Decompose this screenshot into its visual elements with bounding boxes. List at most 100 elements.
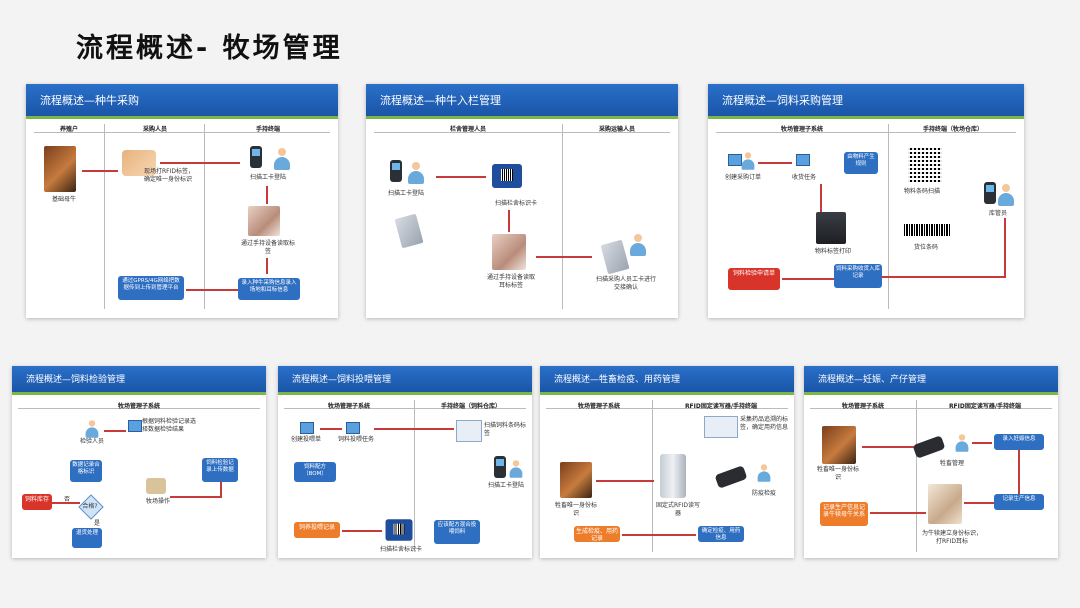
handheld-reader-icon — [912, 435, 946, 459]
card-title: 流程概述—牲畜检疫、用药管理 — [554, 375, 681, 385]
box-return: 退货处理 — [72, 528, 102, 548]
user-icon — [757, 464, 771, 482]
card-feed-feeding: 流程概述—饲料投喂管理 牧场管理子系统 手持终端（饲料仓库） 创建投喂单 饲料投… — [278, 366, 532, 558]
box-calf-record: 记录生产信息记录牛犊母牛关系 — [820, 502, 868, 526]
box-confirm: 确定检疫、用药信息 — [698, 526, 744, 542]
lane-label: 栏舍管理人员 — [449, 126, 486, 133]
cattle-image — [560, 462, 592, 498]
box-med-record: 生成检疫、用药记录 — [574, 526, 620, 542]
label-quarantine: 防疫检疫 — [751, 490, 776, 497]
farm-icon — [146, 478, 166, 494]
card-cattle-procurement: 流程概述—种牛采购 养殖户 采购人员 手持终端 基础母牛 现场打RFID标签，确… — [26, 84, 338, 318]
cow-image — [44, 146, 76, 192]
label-identity: 牲畜唯一身份标识 — [554, 502, 597, 517]
card-title: 流程概述—饲料检验管理 — [26, 375, 126, 385]
label-scan: 物料条码扫描 — [904, 188, 941, 195]
cattle-image — [822, 426, 856, 464]
drug-label-icon — [704, 416, 738, 438]
user-icon — [85, 420, 99, 438]
label-print: 物料标签打印 — [814, 248, 851, 255]
label-rfid: 现场打RFID标签，确定唯一身份标识 — [144, 168, 195, 183]
box-inspection-request: 饲料检验申请单 — [728, 268, 780, 290]
computer-icon — [128, 420, 142, 432]
label-inspector: 检验人员 — [79, 438, 104, 445]
calf-image — [248, 206, 280, 236]
barcode-icon — [904, 224, 950, 236]
user-icon — [408, 162, 424, 184]
pen-tag-icon — [492, 164, 522, 188]
scanner-icon — [250, 146, 262, 168]
card-title: 流程概述—妊娠、产仔管理 — [818, 375, 927, 385]
box-birth: 记录生产信息 — [994, 494, 1044, 510]
label-keeper: 库管员 — [988, 210, 1007, 217]
label-calf-tag: 为牛犊建立身份标识，打RFID耳标 — [921, 530, 982, 545]
calf-image — [492, 234, 526, 270]
lane-label: 采购人员 — [142, 126, 167, 133]
label-sheet-icon — [456, 420, 482, 442]
box-bom: 饲料配方（BOM） — [294, 462, 336, 482]
calf-image — [928, 484, 962, 524]
scanner-icon — [984, 182, 996, 204]
user-icon — [509, 460, 523, 478]
lane-label: RFID固定读写器/手持终端 — [948, 403, 1022, 410]
label-manage: 牲畜管理 — [939, 460, 964, 467]
label-scan-feed: 扫描饲料条码标签 — [484, 422, 527, 437]
lane-label: 牧场管理子系统 — [577, 403, 620, 410]
card-header: 流程概述—妊娠、产仔管理 — [804, 366, 1058, 395]
printer-icon — [816, 212, 846, 244]
lane-label: 牧场管理子系统 — [841, 403, 884, 410]
card-title: 流程概述—种牛采购 — [40, 94, 139, 107]
label-pen-tag: 扫描栏舍标识卡 — [494, 200, 537, 207]
box-qualified: 数据记录合格标识 — [70, 460, 102, 482]
lane-label: 手持终端（牧场仓库） — [922, 126, 983, 133]
card-header: 流程概述—牲畜检疫、用药管理 — [540, 366, 794, 395]
lane-label: 采购运输人员 — [598, 126, 635, 133]
lane-label: 养殖户 — [59, 126, 78, 133]
label-task: 饲料投喂任务 — [337, 436, 374, 443]
box-feeding-record: 饲养投喂记录 — [294, 522, 340, 538]
box-rule: 由物料产生规则 — [844, 152, 878, 174]
lane-label: RFID固定读写器/手持终端 — [684, 403, 758, 410]
rfid-card-icon — [600, 239, 630, 275]
computer-icon — [796, 154, 810, 166]
label-login: 扫描工卡登陆 — [487, 482, 524, 489]
label-slot: 货位条码 — [913, 244, 938, 251]
box-upload: 通过GPRS/4G网络把数据传到上传到管理平台 — [118, 276, 184, 300]
label-ear-tag: 通过手持设备读取耳标标签 — [486, 274, 535, 289]
label-read: 通过手持设备读取标签 — [240, 240, 295, 255]
page-title: 流程概述- 牧场管理 — [76, 33, 343, 64]
pen-tag-icon — [385, 519, 413, 541]
user-icon — [741, 152, 755, 170]
label-order: 创建采购订单 — [724, 174, 761, 181]
label-fixed-reader: 固定式RFID读写器 — [656, 502, 701, 517]
lane-label: 牧场管理子系统 — [117, 403, 160, 410]
lane-label: 牧场管理子系统 — [327, 403, 370, 410]
card-feed-procurement: 流程概述—饲料采购管理 牧场管理子系统 手持终端（牧场仓库） 创建采购订单 收货… — [708, 84, 1024, 318]
computer-icon — [300, 422, 314, 434]
label-select: 根据饲料检验记录选择数据检验结果 — [142, 418, 197, 433]
computer-icon — [728, 154, 742, 166]
label-create: 创建投喂单 — [290, 436, 321, 443]
user-icon — [630, 234, 646, 256]
user-icon — [274, 148, 290, 170]
box-upload-record: 饲料检验记录上传数据 — [202, 458, 238, 482]
box-warehouse-record: 饲料采购收货入库记录 — [834, 264, 882, 288]
lane-label: 牧场管理子系统 — [780, 126, 823, 133]
card-title: 流程概述—饲料采购管理 — [722, 94, 843, 107]
user-icon — [955, 434, 969, 452]
qr-code-icon — [908, 148, 942, 182]
box-mixed-feed: 应该配方混合投喂饲料 — [434, 520, 480, 544]
rfid-tag-icon — [122, 150, 156, 176]
label-identity: 牲畜唯一身份标识 — [816, 466, 859, 481]
scanner-icon — [494, 456, 506, 478]
lane-label: 手持终端 — [255, 126, 280, 133]
label-farm: 牧场操作 — [145, 498, 170, 505]
card-cattle-pen: 流程概述—种牛入栏管理 栏舍管理人员 采购运输人员 扫描工卡登陆 扫描栏舍标识卡… — [366, 84, 678, 318]
label-decision: 合格? — [82, 503, 98, 510]
card-header: 流程概述—饲料采购管理 — [708, 84, 1024, 119]
label-handover: 扫描采购人员工卡进行交接确认 — [595, 276, 656, 291]
box-pregnancy: 录入妊娠信息 — [994, 434, 1044, 450]
handheld-reader-icon — [714, 465, 748, 489]
label-cow: 基础母牛 — [51, 196, 76, 203]
label-receive: 收货任务 — [791, 174, 816, 181]
